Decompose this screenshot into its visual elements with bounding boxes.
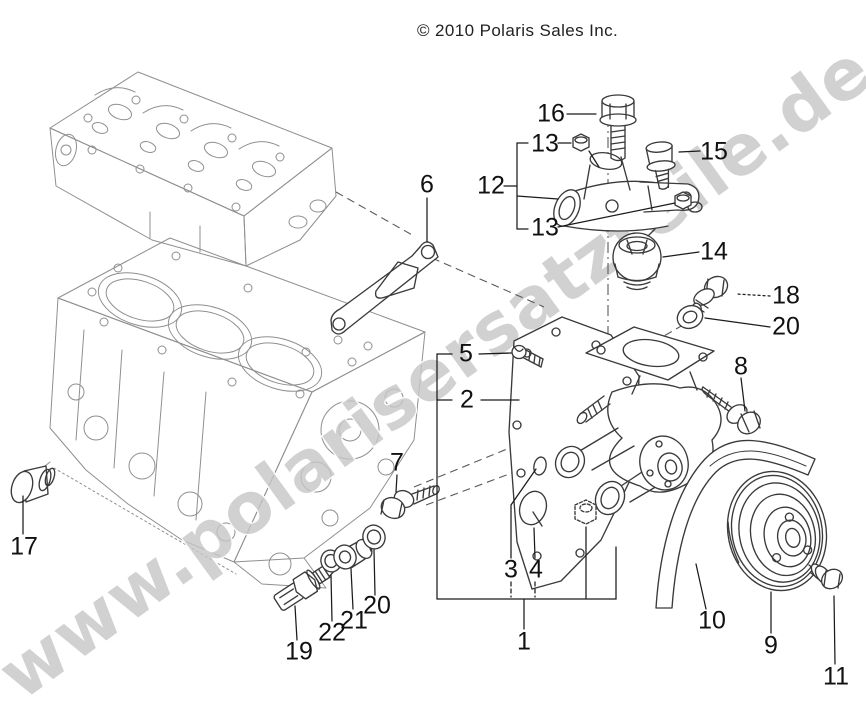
pulley-9 xyxy=(726,470,828,592)
callout-5: 5 xyxy=(459,339,473,368)
callout-10: 10 xyxy=(698,606,726,635)
callout-22: 22 xyxy=(318,618,346,647)
plug-18 xyxy=(692,275,729,314)
nut-13-lower xyxy=(674,191,692,210)
callout-7: 7 xyxy=(390,448,404,477)
bolt-11 xyxy=(808,563,844,590)
callout-2: 2 xyxy=(460,385,474,414)
callout-20-upper: 20 xyxy=(772,312,800,341)
oring-3 xyxy=(533,456,547,476)
nut-13-upper xyxy=(572,133,590,152)
callout-14: 14 xyxy=(700,237,728,266)
callout-17: 17 xyxy=(10,532,38,561)
washer-20-upper xyxy=(676,304,704,330)
thermostat-14 xyxy=(612,228,662,291)
belt-10 xyxy=(655,439,816,609)
callout-20-lower: 20 xyxy=(363,591,391,620)
leader-lines xyxy=(22,113,836,665)
plug-17 xyxy=(10,465,56,504)
assembly-bracket-1 xyxy=(436,353,617,600)
callout-11: 11 xyxy=(823,662,849,691)
callout-19: 19 xyxy=(285,637,313,666)
callout-16: 16 xyxy=(537,99,565,128)
callout-12: 12 xyxy=(477,171,505,200)
callout-3: 3 xyxy=(504,555,518,584)
washer-20-lower xyxy=(362,524,386,550)
callout-18: 18 xyxy=(772,281,800,310)
callout-13-upper: 13 xyxy=(531,129,559,158)
callout-13-lower: 13 xyxy=(531,213,559,242)
copyright-text: © 2010 Polaris Sales Inc. xyxy=(417,21,619,40)
callout-9: 9 xyxy=(764,631,778,660)
callout-6: 6 xyxy=(420,170,434,199)
bolt-8 xyxy=(701,386,761,435)
callout-4: 4 xyxy=(529,555,543,584)
bolt-16 xyxy=(599,94,637,162)
callout-15: 15 xyxy=(700,137,728,166)
engine-block-drawing xyxy=(39,237,426,589)
seal-4 xyxy=(518,490,548,527)
hidden-nut xyxy=(574,499,597,525)
callout-21: 21 xyxy=(340,606,368,635)
water-pump-body xyxy=(554,326,722,516)
cylinder-head-drawing xyxy=(49,71,337,267)
screw-5 xyxy=(511,344,544,368)
callout-8: 8 xyxy=(734,352,748,381)
bolt-15 xyxy=(645,141,676,190)
gasket-6 xyxy=(330,241,439,335)
callout-1: 1 xyxy=(517,627,531,656)
